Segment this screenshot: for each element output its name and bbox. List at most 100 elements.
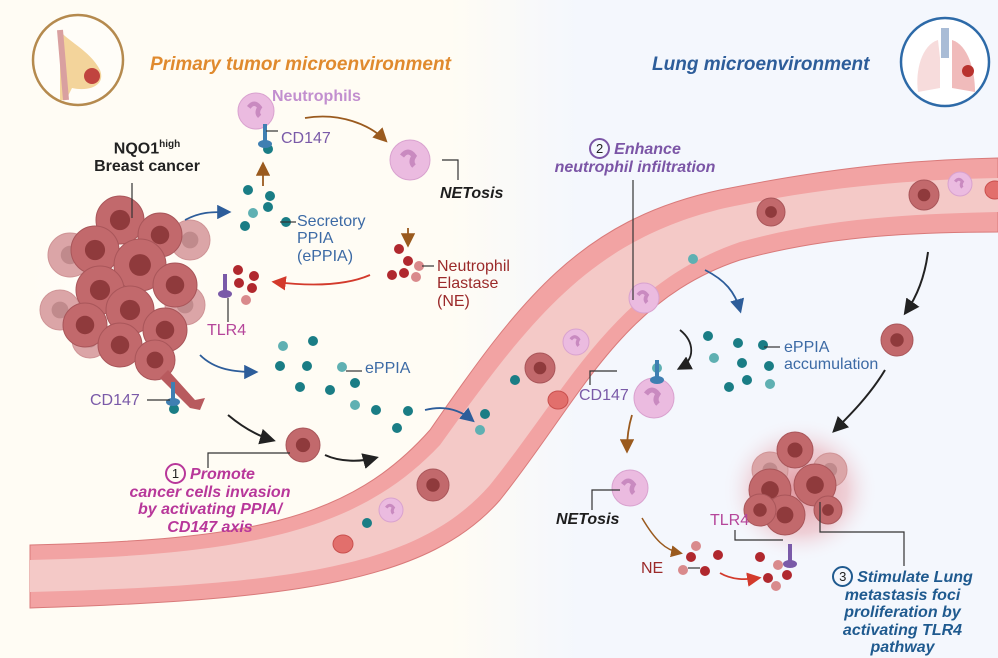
- invading-tumor-cell: [285, 427, 321, 463]
- tlr4-right-label: TLR4: [710, 512, 750, 529]
- ne-dot: [394, 244, 404, 254]
- ne-dot: [691, 541, 701, 551]
- cell-nucleus: [146, 351, 164, 369]
- cell-nucleus: [917, 188, 931, 202]
- metastasis-cell: [813, 495, 843, 525]
- lung-metastasis-cluster: [743, 431, 848, 536]
- ne-dot: [403, 256, 413, 266]
- cell-nucleus: [787, 442, 803, 458]
- netosis-neutrophil-top: [389, 139, 431, 181]
- neutrophil-nucleus: [954, 177, 965, 189]
- ne-dot: [700, 566, 710, 576]
- neutrophil-nucleus: [569, 335, 581, 348]
- cd147-left-label: CD147: [90, 392, 140, 409]
- ne-dot: [713, 550, 723, 560]
- eppia-dot: [337, 362, 347, 372]
- neutrophil-nucleus: [400, 149, 418, 168]
- cell-nucleus: [51, 301, 69, 319]
- cd147-receptor-right: [650, 360, 664, 384]
- neutrophil-nucleus: [385, 503, 396, 515]
- infiltrating-neutrophil: [628, 282, 660, 314]
- arrow-ne-to-tlr4: [271, 274, 371, 291]
- neutrophil-top: [237, 92, 275, 130]
- tumor-cell: [62, 302, 108, 348]
- eppia-dot: [403, 406, 413, 416]
- metastasis-cell: [793, 463, 837, 507]
- cell-nucleus: [753, 503, 767, 517]
- eppia-dot: [475, 425, 485, 435]
- tumor-gene-label: NQO1: [113, 140, 160, 158]
- ne-dot: [686, 552, 696, 562]
- cell-nucleus: [181, 231, 199, 249]
- eppia-dot: [765, 379, 775, 389]
- tumor-gene-sup: high: [159, 139, 181, 150]
- red-blood-cell: [984, 180, 998, 200]
- cell-nucleus: [150, 225, 170, 245]
- arrows: [184, 115, 929, 587]
- cell-nucleus: [806, 476, 824, 494]
- receptor-head: [783, 560, 797, 568]
- cell-nucleus: [84, 239, 106, 261]
- metastasis-cell: [776, 431, 814, 469]
- receptor-head: [218, 290, 232, 298]
- cell-nucleus: [155, 320, 175, 340]
- eppia-dot: [764, 361, 774, 371]
- eppia-dot: [742, 375, 752, 385]
- cell-nucleus: [109, 209, 131, 231]
- netosis-neutrophil-bottom: [611, 469, 649, 507]
- arrow-eppia-into-vessel: [424, 407, 475, 423]
- extravasating-tumor-cell: [908, 179, 940, 211]
- neutrophil-nucleus: [636, 290, 650, 304]
- lung-section-title: Lung microenvironment: [652, 54, 870, 75]
- ne-bottom-label: NE: [641, 560, 664, 577]
- cell-nucleus: [129, 254, 151, 276]
- cell-nucleus: [75, 315, 95, 335]
- ne-dot: [247, 283, 257, 293]
- receptor-head: [258, 140, 272, 148]
- leader-lines: [131, 130, 905, 569]
- eppia-dot: [733, 338, 743, 348]
- cd147-top-label: CD147: [281, 130, 331, 147]
- tumor-cell: [97, 322, 143, 368]
- cell-nucleus: [89, 279, 111, 301]
- red-blood-cell: [332, 534, 354, 554]
- cell-nucleus: [765, 206, 777, 218]
- eppia-dot: [362, 518, 372, 528]
- tumor-cell: [152, 262, 198, 308]
- arrow-lung-cell-to-metastasis: [832, 369, 886, 433]
- metastasis-cell: [743, 493, 777, 527]
- eppia-dot: [295, 382, 305, 392]
- eppia-dot: [709, 353, 719, 363]
- netosis-top-label: NETosis: [440, 185, 504, 202]
- cell-nucleus: [533, 361, 547, 375]
- ne-dot: [782, 570, 792, 580]
- lung-tumor-cell: [880, 323, 914, 357]
- eppia-dot: [703, 331, 713, 341]
- red-blood-cell: [547, 390, 569, 410]
- ne-dot: [678, 565, 688, 575]
- ne-dot: [411, 272, 421, 282]
- eppia-dot: [392, 423, 402, 433]
- ne-dot: [387, 270, 397, 280]
- eppia-dot: [350, 400, 360, 410]
- eppia-dot: [240, 221, 250, 231]
- arrow-eppia-to-accumulation: [704, 269, 745, 314]
- eppia-dot: [263, 202, 273, 212]
- ne-dot: [414, 261, 424, 271]
- cell-nucleus: [822, 504, 834, 516]
- ne-dot: [249, 271, 259, 281]
- ne-dot: [763, 573, 773, 583]
- step-2-number: 2: [589, 138, 611, 159]
- circulating-tumor-cell: [756, 197, 786, 227]
- arrow-cell-to-vessel: [324, 453, 379, 469]
- tumor-type-label: Breast cancer: [94, 157, 200, 175]
- tlr4-left-label: TLR4: [207, 322, 247, 339]
- cell-nucleus: [295, 437, 311, 453]
- cell-nucleus: [165, 275, 185, 295]
- receptor-stalk: [788, 544, 792, 562]
